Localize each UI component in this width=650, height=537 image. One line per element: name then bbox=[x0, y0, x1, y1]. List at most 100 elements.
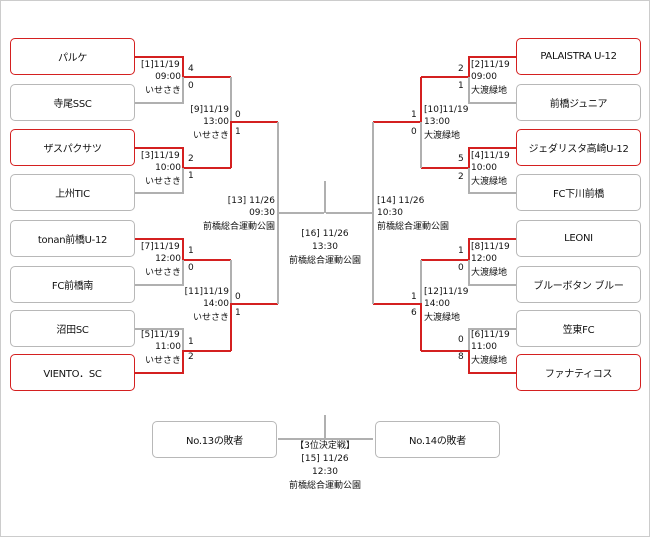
team-box: 寺尾SSC bbox=[10, 84, 135, 121]
team-box: PALAISTRA U-12 bbox=[516, 38, 641, 75]
match-info: [2]11/19 bbox=[471, 60, 510, 70]
match-info: [14] 11/26 bbox=[377, 196, 425, 206]
team-box: ファナティコス bbox=[516, 354, 641, 391]
team-box: ブルーボタン ブルー bbox=[516, 266, 641, 303]
team-box: 上州TIC bbox=[10, 174, 135, 211]
team-box: LEONI bbox=[516, 220, 641, 257]
line-m7-bottom bbox=[135, 260, 184, 286]
team-name: ザスパクサツ bbox=[43, 144, 102, 155]
match-venue: 大渡緑地 bbox=[471, 356, 508, 366]
match-info: [12]11/19 bbox=[424, 287, 469, 297]
match-venue: いせさき bbox=[192, 313, 229, 323]
third-place-time: 12:30 bbox=[312, 467, 338, 477]
match-time: 10:00 bbox=[155, 163, 181, 173]
line-m3-top bbox=[135, 147, 231, 169]
third-place-team-box: No.13の敗者 bbox=[152, 421, 277, 458]
line-m5-top bbox=[135, 328, 184, 351]
score: 1 bbox=[188, 246, 194, 256]
match-info: [6]11/19 bbox=[471, 330, 510, 340]
score: 1 bbox=[411, 292, 417, 302]
score: 2 bbox=[188, 154, 194, 164]
match-venue: いせさき bbox=[144, 86, 181, 96]
match-venue: 大渡緑地 bbox=[471, 86, 508, 96]
match-venue: 大渡緑地 bbox=[471, 177, 508, 187]
team-box: ジェダリスタ高崎U-12 bbox=[516, 129, 641, 166]
match-time: 13:00 bbox=[424, 117, 450, 127]
match-info: [3]11/19 bbox=[141, 151, 180, 161]
score: 2 bbox=[458, 172, 464, 182]
line-m2-top bbox=[421, 56, 517, 78]
score: 1 bbox=[458, 81, 464, 91]
match-info: [11]11/19 bbox=[184, 287, 229, 297]
team-box: 沼田SC bbox=[10, 310, 135, 347]
team-box: ザスパクサツ bbox=[10, 129, 135, 166]
match-venue: 前橋総合運動公園 bbox=[202, 222, 275, 232]
match-time: 10:30 bbox=[377, 208, 403, 218]
score: 0 bbox=[188, 263, 194, 273]
final-venue: 前橋総合運動公園 bbox=[288, 256, 361, 266]
match-time: 10:00 bbox=[471, 163, 497, 173]
score: 0 bbox=[411, 127, 417, 137]
third-place-title: 【3位決定戦】 bbox=[295, 441, 355, 451]
final-info: [16] 11/26 bbox=[301, 229, 349, 239]
team-box: FC前橋南 bbox=[10, 266, 135, 303]
score: 5 bbox=[458, 154, 464, 164]
match-time: 11:00 bbox=[471, 342, 497, 352]
line-m6-bottom bbox=[421, 350, 517, 374]
match-venue: 大渡緑地 bbox=[424, 313, 461, 323]
match-info: [13] 11/26 bbox=[227, 196, 275, 206]
line-m5-bottom bbox=[135, 350, 231, 374]
team-box: tonan前橋U-12 bbox=[10, 220, 135, 257]
team-name: VIENTO．SC bbox=[43, 369, 102, 380]
match-time: 09:00 bbox=[471, 72, 497, 82]
score: 0 bbox=[188, 81, 194, 91]
match-venue: 大渡緑地 bbox=[424, 131, 461, 141]
match-time: 11:00 bbox=[155, 342, 181, 352]
line-m4-bottom bbox=[468, 168, 517, 194]
line-m7-top bbox=[135, 238, 231, 261]
team-name: 前橋ジュニア bbox=[549, 99, 608, 110]
team-name: LEONI bbox=[564, 233, 593, 244]
team-name: 沼田SC bbox=[56, 325, 89, 336]
team-name: No.13の敗者 bbox=[186, 436, 243, 447]
line-m3-bottom bbox=[135, 168, 184, 194]
team-name: No.14の敗者 bbox=[409, 436, 466, 447]
score: 2 bbox=[458, 64, 464, 74]
match-info: [4]11/19 bbox=[471, 151, 510, 161]
third-place-venue: 前橋総合運動公園 bbox=[288, 481, 361, 491]
match-venue: いせさき bbox=[144, 177, 181, 187]
team-name: ブルーボタン ブルー bbox=[533, 281, 624, 292]
score: 2 bbox=[188, 352, 194, 362]
team-name: 寺尾SSC bbox=[53, 99, 92, 110]
team-name: 笠東FC bbox=[562, 325, 595, 336]
team-name: ファナティコス bbox=[544, 369, 613, 380]
match-time: 12:00 bbox=[471, 254, 497, 264]
team-name: FC下川前橋 bbox=[553, 189, 604, 200]
match-info: [1]11/19 bbox=[141, 60, 180, 70]
line-m2-bottom bbox=[468, 77, 517, 104]
score: 1 bbox=[188, 337, 194, 347]
score: 1 bbox=[411, 110, 417, 120]
team-name: FC前橋南 bbox=[51, 281, 94, 292]
line-m4-top bbox=[421, 147, 517, 169]
line-m1-bottom bbox=[135, 77, 184, 104]
match-venue: いせさき bbox=[144, 356, 181, 366]
team-box: 前橋ジュニア bbox=[516, 84, 641, 121]
score: 0 bbox=[235, 110, 241, 120]
match-venue: いせさき bbox=[144, 268, 181, 278]
team-name: 上州TIC bbox=[55, 189, 90, 200]
score: 6 bbox=[411, 308, 417, 318]
score: 0 bbox=[458, 335, 464, 345]
score: 1 bbox=[458, 246, 464, 256]
line-m11-bottom bbox=[230, 303, 278, 351]
team-name: ジェダリスタ高崎U-12 bbox=[528, 144, 629, 155]
match-venue: いせさき bbox=[192, 131, 229, 141]
team-box: FC下川前橋 bbox=[516, 174, 641, 211]
line-m8-bottom bbox=[468, 260, 517, 286]
match-time: 14:00 bbox=[203, 299, 229, 309]
match-venue: 大渡緑地 bbox=[471, 268, 508, 278]
score: 1 bbox=[188, 171, 194, 181]
line-m9-bottom bbox=[230, 121, 278, 168]
line-m6-top bbox=[468, 328, 517, 351]
